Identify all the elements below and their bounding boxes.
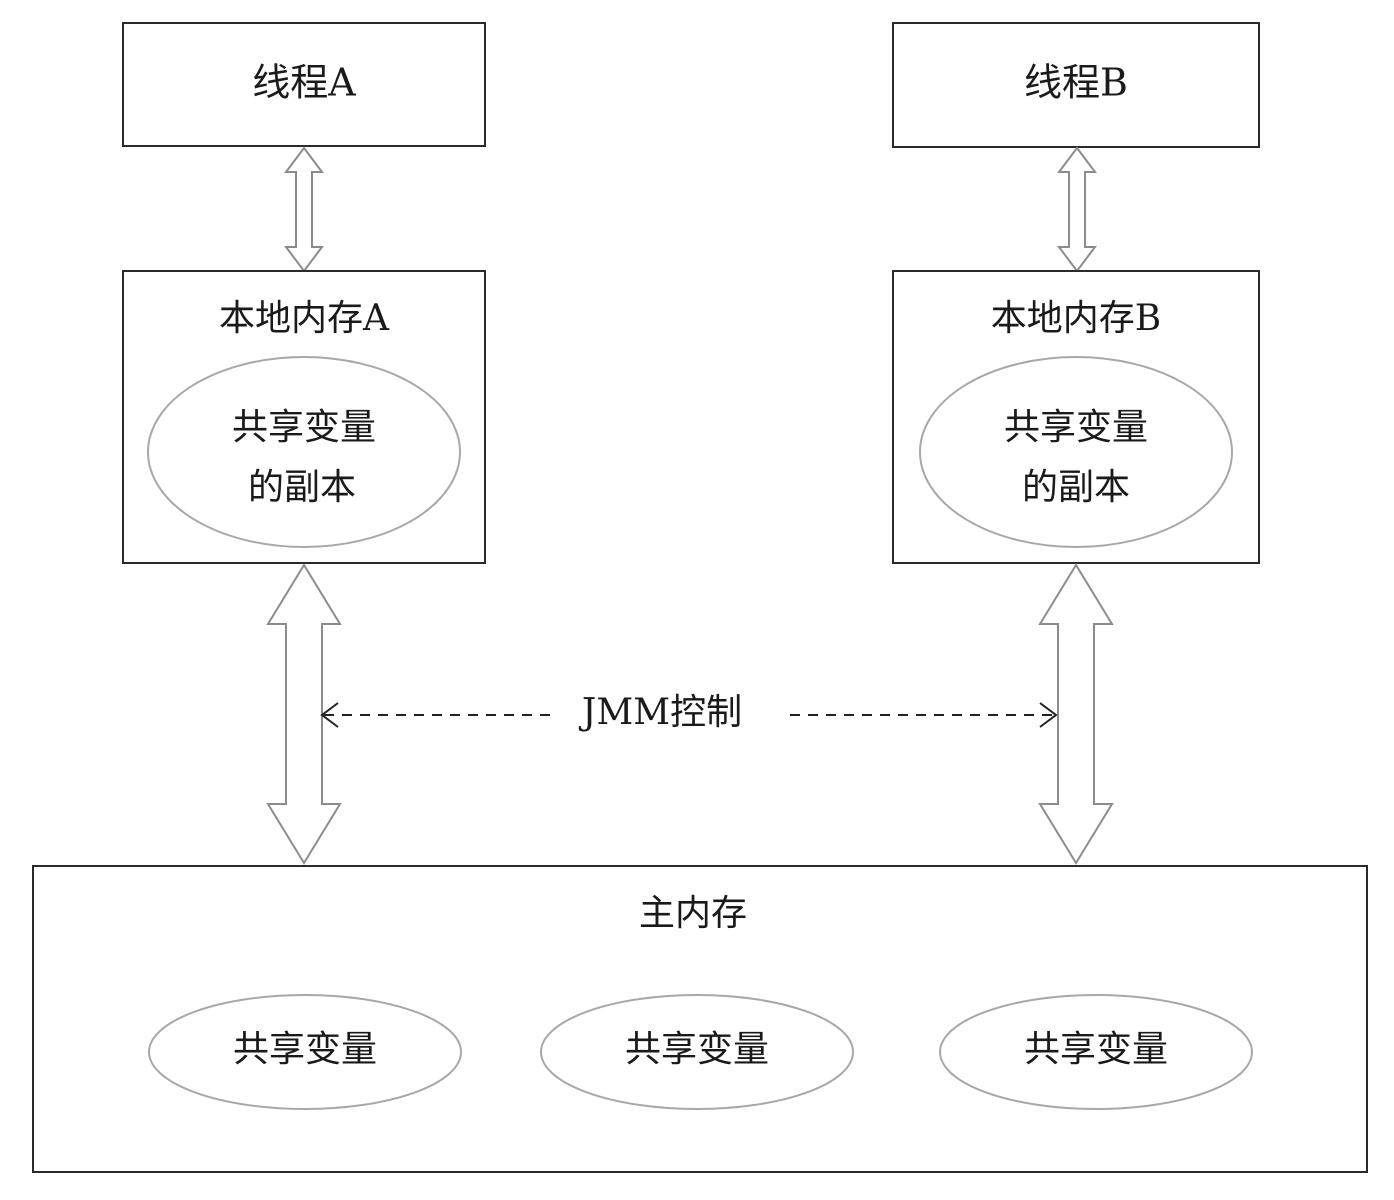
local-memory-a-label: 本地内存A	[219, 298, 390, 339]
local-memory-a-copy-line1: 共享变量	[232, 407, 376, 448]
local-a-main-arrow	[266, 563, 342, 865]
local-memory-a-copy-line2: 的副本	[248, 467, 356, 508]
thread-a-box	[122, 22, 486, 147]
local-memory-b-copy-line1: 共享变量	[1004, 407, 1148, 448]
main-memory-variable-ellipse	[540, 994, 854, 1110]
main-memory-variable-label: 共享变量	[233, 1029, 377, 1070]
jmm-control-arrowhead-left	[320, 702, 339, 728]
local-memory-b-label: 本地内存B	[991, 298, 1161, 339]
jmm-control-arrowhead-right	[1039, 702, 1058, 728]
thread-a-local-arrow	[284, 146, 324, 273]
local-memory-b-copy-ellipse	[919, 356, 1233, 548]
local-memory-a-copy-ellipse	[147, 356, 461, 548]
main-memory-label: 主内存	[639, 893, 747, 934]
main-memory-variable-ellipse	[939, 994, 1253, 1110]
thread-b-box	[892, 22, 1260, 148]
main-memory-variable-label: 共享变量	[625, 1029, 769, 1070]
main-memory-variable-label: 共享变量	[1024, 1029, 1168, 1070]
local-b-main-arrow	[1038, 563, 1114, 865]
thread-b-label: 线程B	[1024, 61, 1128, 105]
local-memory-b-copy-line2: 的副本	[1022, 467, 1130, 508]
thread-a-label: 线程A	[252, 61, 356, 105]
jmm-control-label: JMM控制	[578, 692, 742, 733]
thread-b-local-arrow	[1057, 146, 1097, 273]
main-memory-variable-ellipse	[148, 994, 462, 1110]
